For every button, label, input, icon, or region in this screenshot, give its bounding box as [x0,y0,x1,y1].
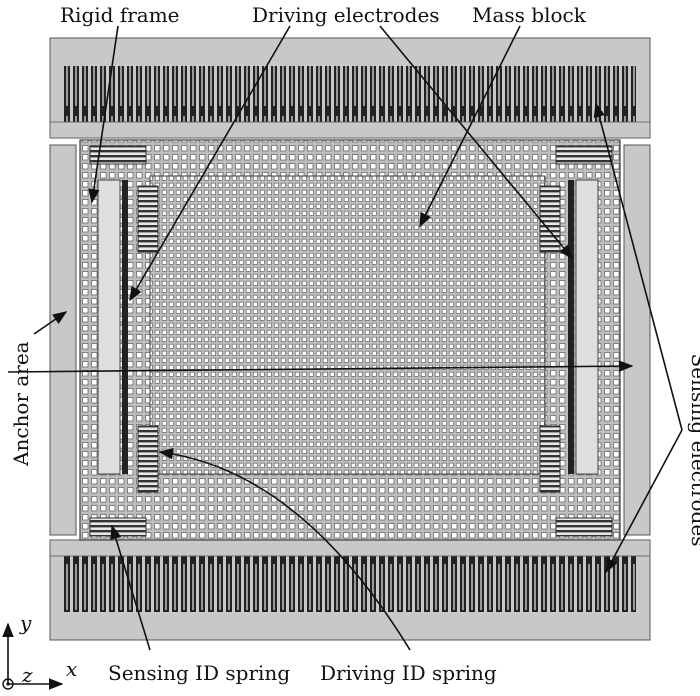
arrow-driving-right [379,25,573,260]
label-sensing-electrodes: Sensing electrodes [687,354,700,547]
arrow-anchor-right [7,360,634,373]
driving-id-springs [137,185,561,493]
bottom-sensing-electrode-bank [49,539,651,641]
arrow-sensing-spring [110,524,151,651]
coordinate-axes: y x z [2,611,77,690]
sensing-id-springs [89,145,613,537]
mass-block [149,175,546,475]
label-mass-block: Mass block [472,3,587,27]
axis-z-label: z [21,663,33,687]
right-anchor-pad [623,144,651,536]
label-driving-id-spring: Driving ID spring [320,661,497,685]
label-driving-electrodes: Driving electrodes [252,3,440,27]
arrow-anchor-left [33,311,68,335]
right-driving-electrode [568,179,599,475]
arrow-rigid-frame [88,25,119,204]
top-sensing-electrode-bank [49,37,651,139]
left-anchor-pad [49,144,77,536]
label-anchor-area: Anchor area [9,341,33,467]
arrow-sensing-top [593,102,683,431]
arrow-driving-left [129,25,291,302]
axis-x-label: x [66,657,77,681]
arrow-sensing-bottom [605,429,683,574]
arrow-mass-block [419,25,521,228]
label-rigid-frame: Rigid frame [60,3,180,27]
leader-lines [7,25,683,651]
label-sensing-id-spring: Sensing ID spring [108,661,290,685]
arrow-driving-spring [158,447,411,651]
axis-y-label: y [19,611,32,635]
left-driving-electrode [97,179,128,475]
